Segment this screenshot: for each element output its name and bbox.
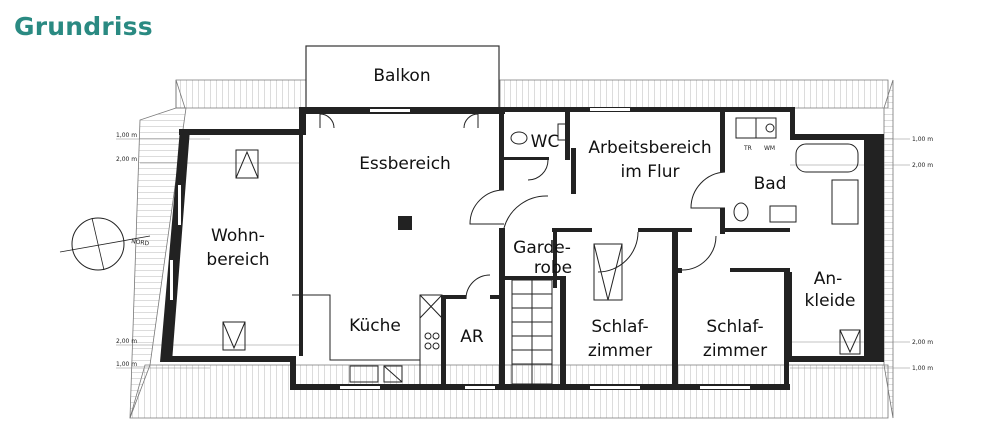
room-arbeitsbereich-line1: Arbeitsbereich [588,138,711,158]
level-right-top-100: 1,00 m [912,136,933,143]
page-title: Grundriss [14,12,153,41]
level-left-bottom-200: 2,00 m [116,338,137,345]
room-arbeitsbereich-line2: im Flur [621,162,680,182]
level-right-bottom-200: 2,00 m [912,339,933,346]
level-left-top-100: 1,00 m [116,132,137,139]
staircase [511,279,553,385]
dryer-label: TR [743,145,752,152]
room-bad: Bad [754,174,787,194]
room-kueche: Küche [349,316,401,336]
compass-label: NORD [131,238,150,247]
room-schlafzimmer1-line2: zimmer [588,341,652,361]
room-ar: AR [460,327,484,347]
room-ankleide-line2: kleide [805,291,856,311]
room-schlafzimmer2-line2: zimmer [703,341,767,361]
kitchen-fixtures [292,294,443,386]
room-ankleide-line1: An- [814,269,843,289]
room-garderobe-line2: robe [534,258,572,278]
windows [170,108,750,389]
washer-label: WM [764,145,775,152]
roof-hatching [129,79,894,419]
room-wc: WC [531,132,560,152]
balcony-outline [305,45,500,109]
room-schlafzimmer2-line1: Schlaf- [706,317,763,337]
roof-windows [222,149,861,355]
level-left-top-200: 2,00 m [116,156,137,163]
room-wohnbereich-line2: bereich [206,250,269,270]
bathroom-fixtures [510,117,859,225]
room-essbereich: Essbereich [359,154,451,174]
level-right-top-200: 2,00 m [912,162,933,169]
room-balkon: Balkon [373,66,430,86]
level-lines [116,138,910,369]
level-right-bottom-100: 1,00 m [912,365,933,372]
room-wohnbereich-line1: Wohn- [211,226,265,246]
door-swings [465,159,726,300]
level-left-bottom-100: 1,00 m [116,361,137,368]
room-garderobe-line1: Garde- [513,238,571,258]
room-schlafzimmer1-line1: Schlaf- [591,317,648,337]
column [398,216,412,230]
balcony-doors [319,113,479,129]
compass [59,217,151,271]
